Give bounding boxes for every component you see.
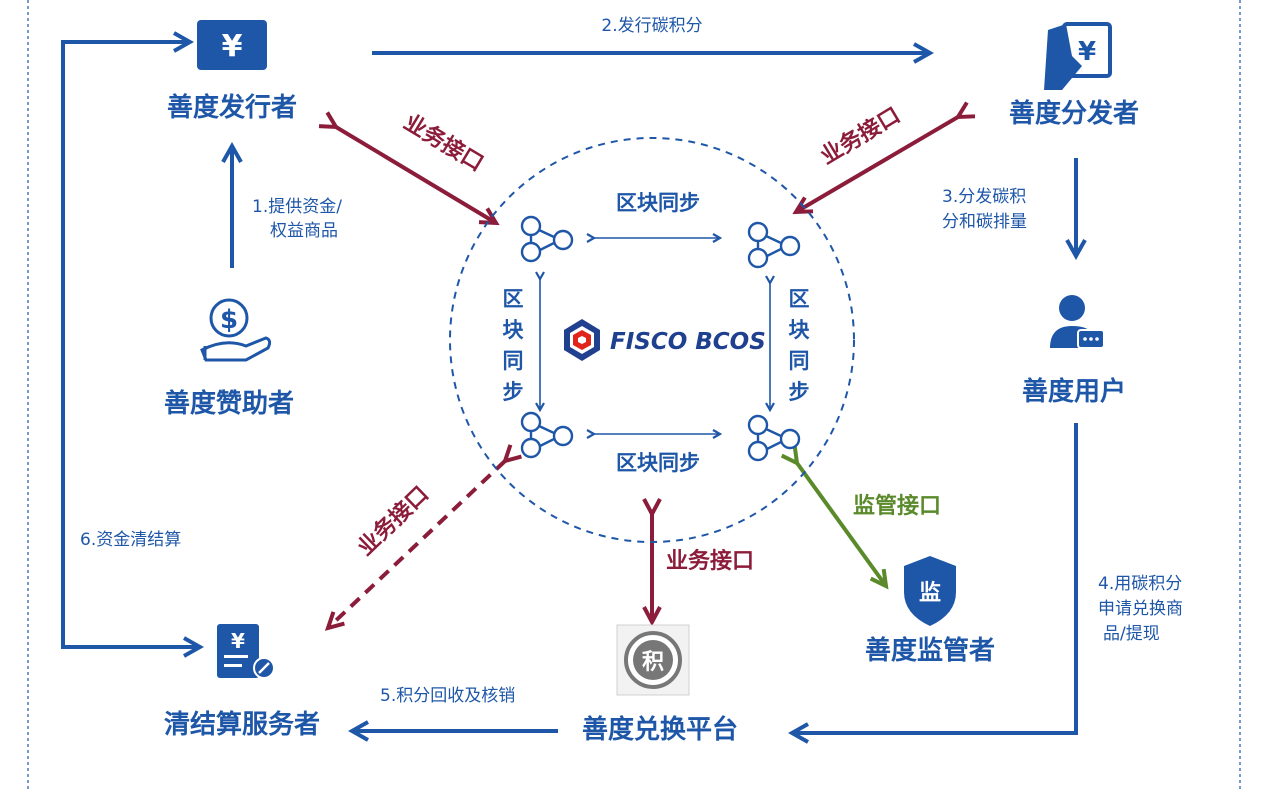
- role-issuer: 善度发行者: [167, 92, 297, 123]
- api-arrow-clearing: [328, 461, 505, 628]
- role-clearing: 清结算服务者: [164, 709, 320, 740]
- supervision-label: 监管接口: [853, 493, 941, 519]
- user-icon: [1050, 295, 1105, 349]
- supervision-arrow: [797, 463, 886, 586]
- api-label-issuer: 业务接口: [399, 110, 487, 177]
- svg-text:同: 同: [789, 349, 810, 373]
- svg-text:区: 区: [789, 287, 810, 311]
- hand-bill-icon: ¥: [1044, 22, 1112, 90]
- svg-text:$: $: [220, 305, 238, 335]
- node-icon-bottom-left: [520, 411, 574, 459]
- dollar-hand-icon: $: [200, 298, 272, 362]
- step-6: 6.资金清结算: [80, 530, 181, 550]
- step-3-line-2: 分和碳排量: [942, 212, 1027, 232]
- fisco-bcos-logo-icon: [564, 319, 600, 361]
- svg-text:块: 块: [789, 318, 811, 342]
- regulator-shield-icon: 监: [904, 556, 956, 626]
- role-user: 善度用户: [1022, 376, 1126, 407]
- role-regulator: 善度监管者: [865, 635, 995, 666]
- sync-label-left: 区 块 同 步: [503, 287, 525, 404]
- points-exchange-icon: 积: [616, 624, 690, 696]
- svg-text:¥: ¥: [231, 629, 245, 653]
- settlement-document-icon: ¥: [217, 624, 275, 679]
- step-1-line-1: 1.提供资金/: [252, 197, 342, 217]
- step-4-line-3: 品/提现: [1103, 624, 1160, 644]
- step-4-line-2: 申请兑换商: [1098, 599, 1183, 619]
- role-sponsor: 善度赞助者: [164, 388, 294, 419]
- svg-text:同: 同: [503, 349, 524, 373]
- api-label-distributor: 业务接口: [816, 103, 904, 170]
- api-label-clearing: 业务接口: [353, 482, 434, 561]
- step-2: 2.发行碳积分: [601, 16, 702, 36]
- brand-text: FISCO BCOS: [610, 329, 766, 355]
- svg-text:¥: ¥: [1078, 37, 1096, 67]
- role-distributor: 善度分发者: [1009, 98, 1139, 129]
- svg-text:步: 步: [789, 380, 810, 404]
- blockchain-ring: [449, 137, 855, 543]
- svg-text:积: 积: [642, 650, 664, 675]
- arrow-redeem: [792, 423, 1078, 733]
- node-icon-top-right: [747, 221, 801, 269]
- svg-text:监: 监: [919, 580, 941, 606]
- step-3-line-1: 3.分发碳积: [942, 187, 1026, 207]
- sync-label-top: 区块同步: [616, 191, 700, 215]
- node-icon-bottom-right: [747, 414, 801, 462]
- step-1-line-2: 权益商品: [270, 221, 338, 241]
- step-4-line-1: 4.用碳积分: [1098, 574, 1182, 594]
- arrow-funds-settlement: [61, 42, 200, 649]
- api-arrow-issuer: [336, 127, 496, 223]
- svg-text:区: 区: [503, 287, 524, 311]
- step-5: 5.积分回收及核销: [380, 686, 515, 706]
- sync-label-bottom: 区块同步: [616, 451, 700, 475]
- role-exchange: 善度兑换平台: [582, 714, 738, 745]
- svg-text:块: 块: [503, 318, 525, 342]
- svg-text:¥: ¥: [222, 29, 243, 64]
- api-arrow-distributor: [796, 117, 958, 212]
- sync-label-right: 区 块 同 步: [789, 287, 811, 404]
- yuan-icon: ¥: [197, 20, 267, 70]
- api-label-exchange: 业务接口: [666, 549, 754, 574]
- svg-text:步: 步: [503, 380, 524, 404]
- node-icon-top-left: [520, 215, 574, 263]
